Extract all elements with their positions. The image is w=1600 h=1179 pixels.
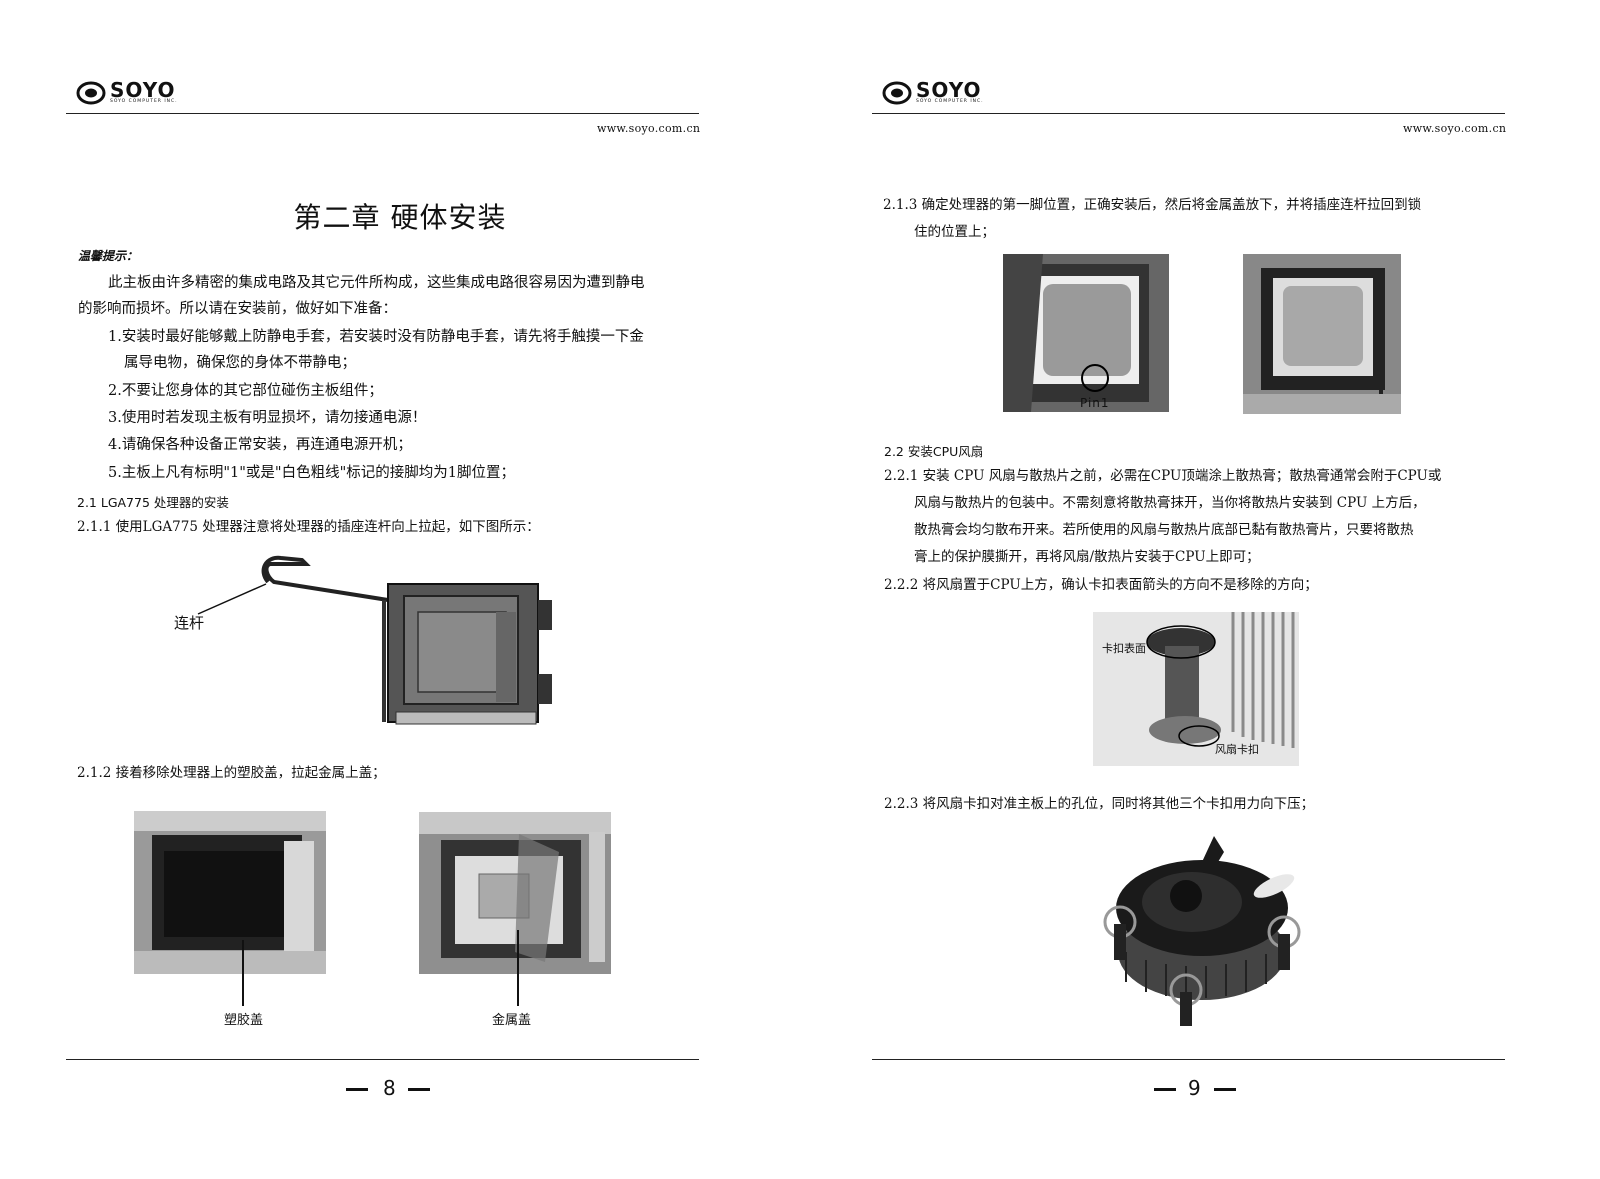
footer-rule: [872, 1059, 1505, 1060]
soyo-logo: SOYO SOYO COMPUTER INC.: [76, 80, 178, 106]
chapter-title: 第二章 硬体安装: [293, 201, 507, 234]
page-dash-left: [1154, 1088, 1176, 1091]
logo-wordmark: SOYO: [916, 78, 982, 102]
step-2-1-2: 2.1.2 接着移除处理器上的塑胶盖，拉起金属上盖；: [77, 765, 386, 781]
socket-lever-photo: [197, 555, 552, 725]
step-2-2-1-line: 2.2.1 安装 CPU 风扇与散热片之前，必需在CPU顶端涂上散热膏；散热膏通…: [884, 468, 1442, 484]
plastic-cover-photo: [134, 811, 326, 974]
step-2-1-1: 2.1.1 使用LGA775 处理器注意将处理器的插座连杆向上拉起，如下图所示：: [77, 519, 540, 535]
lever-label: 连杆: [174, 614, 205, 632]
plastic-cover-pointer: [242, 940, 244, 1006]
right-page: SOYO SOYO COMPUTER INC. www.soyo.com.cn …: [800, 0, 1600, 1179]
cpu-in-socket-photo: [1003, 254, 1169, 412]
clip-surface-label: 卡扣表面: [1102, 642, 1146, 655]
step-2-2-1-line: 散热膏会均匀散布开来。若所使用的风扇与散热片底部已黏有散热膏片，只要将散热: [914, 522, 1414, 538]
metal-cover-pointer: [517, 930, 519, 1006]
step-2-2-1-line: 风扇与散热片的包装中。不需刻意将散热膏抹开，当你将散热片安装到 CPU 上方后，: [914, 495, 1426, 511]
header-rule: [872, 113, 1505, 114]
metal-cover-label: 金属盖: [492, 1013, 532, 1028]
page-number: 9: [1188, 1076, 1201, 1100]
list-item: 1.安装时最好能够戴上防静电手套，若安装时没有防静电手套，请先将手触摸一下金: [108, 329, 644, 345]
page-dash-right: [1214, 1088, 1236, 1091]
logo-wordmark: SOYO: [110, 78, 176, 102]
header-url: www.soyo.com.cn: [1403, 122, 1507, 135]
logo-subtitle: SOYO COMPUTER INC.: [916, 99, 984, 104]
section-2-1-heading: 2.1 LGA775 处理器的安装: [77, 495, 229, 510]
list-item: 5.主板上凡有标明"1"或是"白色粗线"标记的接脚均为1脚位置；: [108, 465, 515, 481]
list-item: 属导电物，确保您的身体不带静电；: [124, 355, 356, 371]
soyo-logo: SOYO SOYO COMPUTER INC.: [882, 80, 984, 106]
plastic-cover-label: 塑胶盖: [224, 1013, 264, 1028]
list-item: 2.不要让您身体的其它部位碰伤主板组件；: [108, 383, 383, 399]
metal-cover-photo: [419, 812, 611, 974]
socket-locked-photo: [1243, 254, 1401, 414]
step-2-2-2: 2.2.2 将风扇置于CPU上方，确认卡扣表面箭头的方向不是移除的方向；: [884, 577, 1318, 593]
intro-line-2: 的影响而损坏。所以请在安装前，做好如下准备：: [78, 301, 397, 317]
logo-subtitle: SOYO COMPUTER INC.: [110, 99, 178, 104]
section-2-2-heading: 2.2 安装CPU风扇: [884, 444, 984, 459]
soyo-emblem-icon: [76, 81, 106, 105]
step-2-1-3-line-1: 2.1.3 确定处理器的第一脚位置，正确安装后，然后将金属盖放下，并将插座连杆拉…: [883, 197, 1422, 213]
list-item: 4.请确保各种设备正常安装，再连通电源开机；: [108, 437, 412, 453]
fan-clip-label: 风扇卡扣: [1215, 743, 1259, 756]
footer-rule: [66, 1059, 699, 1060]
list-item: 3.使用时若发现主板有明显损坏，请勿接通电源！: [108, 410, 427, 426]
step-2-2-3: 2.2.3 将风扇卡扣对准主板上的孔位，同时将其他三个卡扣用力向下压；: [884, 796, 1315, 812]
page-dash-right: [408, 1088, 430, 1091]
tip-heading: 温馨提示：: [78, 249, 139, 263]
left-page: SOYO SOYO COMPUTER INC. www.soyo.com.cn …: [66, 80, 701, 1100]
header-rule: [66, 113, 699, 114]
fan-clip-photo: [1093, 612, 1299, 766]
page-number: 8: [383, 1076, 396, 1100]
intro-line-1: 此主板由许多精密的集成电路及其它元件所构成，这些集成电路很容易因为遭到静电: [108, 275, 645, 291]
cpu-cooler-photo: [1103, 836, 1301, 1026]
header-url: www.soyo.com.cn: [597, 122, 701, 135]
page-dash-left: [346, 1088, 368, 1091]
step-2-2-1-line: 膏上的保护膜撕开，再将风扇/散热片安装于CPU上即可；: [914, 549, 1260, 565]
pin1-label: Pin1: [1080, 396, 1110, 410]
soyo-emblem-icon: [882, 81, 912, 105]
step-2-1-3-line-2: 住的位置上；: [914, 224, 995, 240]
